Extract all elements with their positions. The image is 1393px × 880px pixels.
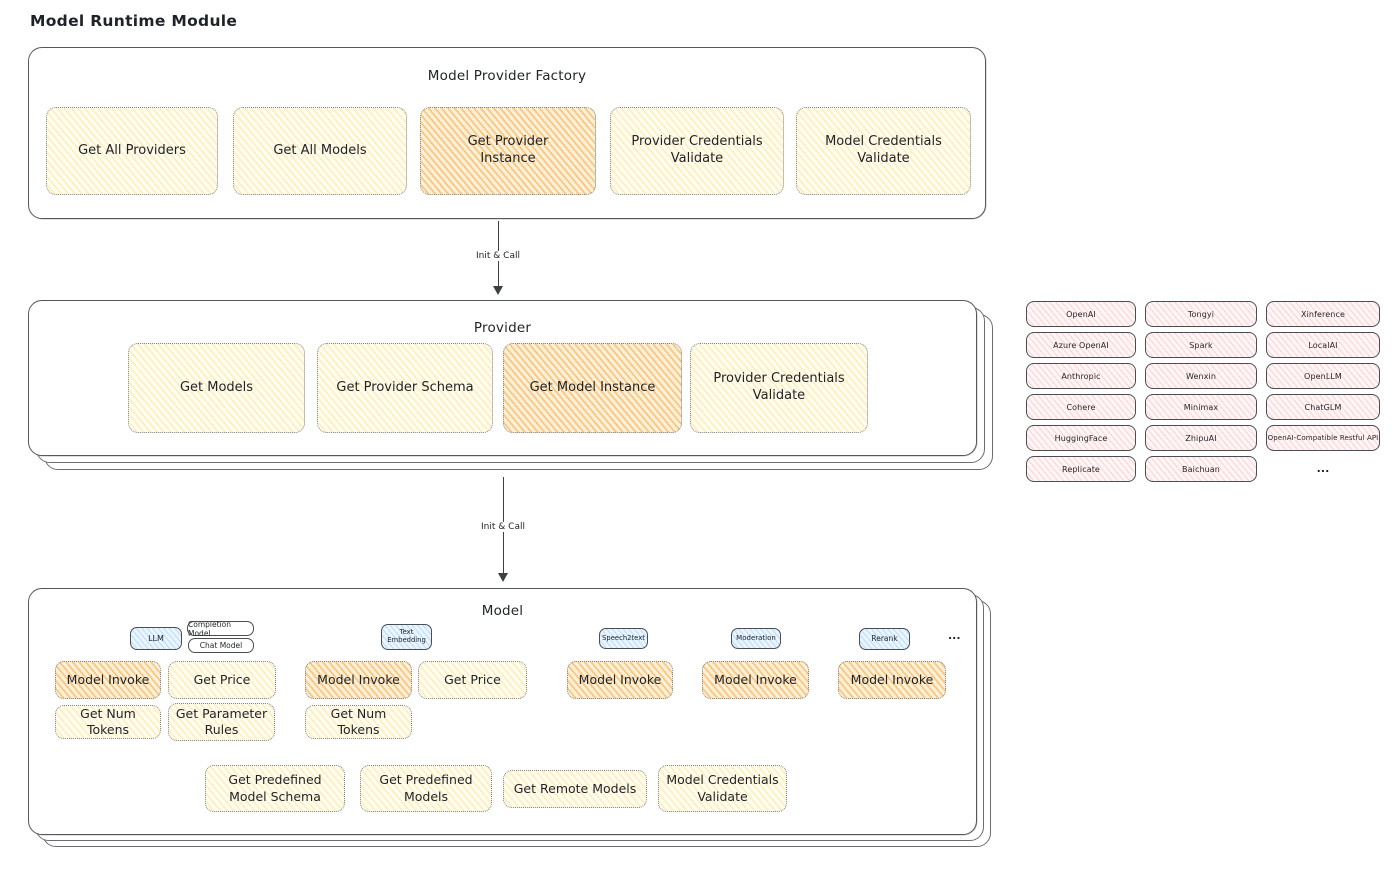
provider-chip-openai-compatible: OpenAI-Compatible Restful API bbox=[1266, 425, 1380, 451]
model-credentials-validate: Model Credentials Validate bbox=[658, 765, 787, 812]
provider-panel-title: Provider bbox=[473, 320, 532, 336]
provider-chip-wenxin: Wenxin bbox=[1145, 363, 1257, 389]
provider-list: OpenAI Tongyi Xinference Azure OpenAI Sp… bbox=[1026, 301, 1380, 482]
rerank-model-invoke: Model Invoke bbox=[838, 661, 946, 699]
model-type-tag-completion-model: Completion Model bbox=[187, 620, 254, 638]
llm-model-invoke: Model Invoke bbox=[55, 661, 161, 699]
provider-chip-azure-openai: Azure OpenAI bbox=[1026, 332, 1136, 358]
provider-list-ellipsis: ... bbox=[1316, 461, 1330, 475]
provider-chip-openllm: OpenLLM bbox=[1266, 363, 1380, 389]
arrow-label-init-call-2: Init & Call bbox=[477, 522, 529, 532]
model-type-tag-text-embedding: Text Embedding bbox=[381, 624, 432, 650]
provider-chip-spark: Spark bbox=[1145, 332, 1257, 358]
method-label: Provider Credentials Validate bbox=[631, 134, 763, 166]
model-types-ellipsis: ... bbox=[948, 629, 961, 642]
model-get-predefined-models: Get Predefined Models bbox=[360, 765, 492, 812]
model-type-tag-speech2text: Speech2text bbox=[599, 628, 648, 649]
factory-method-get-provider-instance: Get Provider Instance bbox=[420, 107, 596, 195]
method-label: Get Models bbox=[179, 379, 254, 395]
factory-panel-title: Model Provider Factory bbox=[427, 68, 587, 84]
model-get-predefined-model-schema: Get Predefined Model Schema bbox=[205, 765, 345, 812]
moderation-model-invoke: Model Invoke bbox=[702, 661, 809, 699]
provider-chip-replicate: Replicate bbox=[1026, 456, 1136, 482]
provider-chip-anthropic: Anthropic bbox=[1026, 363, 1136, 389]
method-label: Model Credentials Validate bbox=[825, 134, 942, 166]
provider-chip-zhipuai: ZhipuAI bbox=[1145, 425, 1257, 451]
text-embedding-model-invoke: Model Invoke bbox=[305, 661, 412, 699]
factory-method-model-credentials-validate: Model Credentials Validate bbox=[796, 107, 971, 195]
provider-method-get-model-instance: Get Model Instance bbox=[503, 343, 682, 433]
method-label: Get Provider Schema bbox=[336, 379, 474, 395]
method-label: Get Provider Instance bbox=[467, 134, 549, 166]
method-label: Get All Providers bbox=[78, 142, 186, 158]
llm-get-price: Get Price bbox=[168, 661, 276, 699]
provider-chip-openai: OpenAI bbox=[1026, 301, 1136, 327]
method-label: Get All Models bbox=[273, 142, 367, 158]
model-type-tag-moderation: Moderation bbox=[731, 628, 781, 649]
model-type-tag-chat-model: Chat Model bbox=[188, 638, 254, 653]
text-embedding-get-price: Get Price bbox=[418, 661, 527, 699]
method-label: Provider Credentials Validate bbox=[713, 371, 845, 403]
provider-chip-minimax: Minimax bbox=[1145, 394, 1257, 420]
factory-method-get-all-providers: Get All Providers bbox=[46, 107, 218, 195]
text-embedding-get-num-tokens: Get Num Tokens bbox=[305, 705, 412, 739]
model-type-tag-llm: LLM bbox=[130, 627, 182, 650]
provider-chip-xinference: Xinference bbox=[1266, 301, 1380, 327]
arrow-label-init-call-1: Init & Call bbox=[472, 251, 524, 261]
provider-chip-chatglm: ChatGLM bbox=[1266, 394, 1380, 420]
arrowhead-icon bbox=[498, 573, 508, 582]
diagram-title: Model Runtime Module bbox=[30, 12, 238, 30]
model-get-remote-models: Get Remote Models bbox=[503, 770, 647, 808]
provider-method-get-models: Get Models bbox=[128, 343, 305, 433]
provider-method-provider-credentials-validate: Provider Credentials Validate bbox=[690, 343, 868, 433]
provider-chip-baichuan: Baichuan bbox=[1145, 456, 1257, 482]
provider-chip-cohere: Cohere bbox=[1026, 394, 1136, 420]
arrowhead-icon bbox=[493, 286, 503, 295]
provider-method-get-provider-schema: Get Provider Schema bbox=[317, 343, 493, 433]
factory-method-provider-credentials-validate: Provider Credentials Validate bbox=[610, 107, 784, 195]
model-panel-title: Model bbox=[481, 603, 524, 619]
model-type-tag-rerank: Rerank bbox=[859, 628, 910, 650]
speech2text-model-invoke: Model Invoke bbox=[567, 661, 673, 699]
llm-get-num-tokens: Get Num Tokens bbox=[55, 705, 161, 739]
provider-chip-huggingface: HuggingFace bbox=[1026, 425, 1136, 451]
provider-chip-tongyi: Tongyi bbox=[1145, 301, 1257, 327]
llm-get-parameter-rules: Get Parameter Rules bbox=[168, 703, 275, 741]
method-label: Get Model Instance bbox=[529, 379, 656, 395]
factory-method-get-all-models: Get All Models bbox=[233, 107, 407, 195]
provider-chip-localai: LocalAI bbox=[1266, 332, 1380, 358]
